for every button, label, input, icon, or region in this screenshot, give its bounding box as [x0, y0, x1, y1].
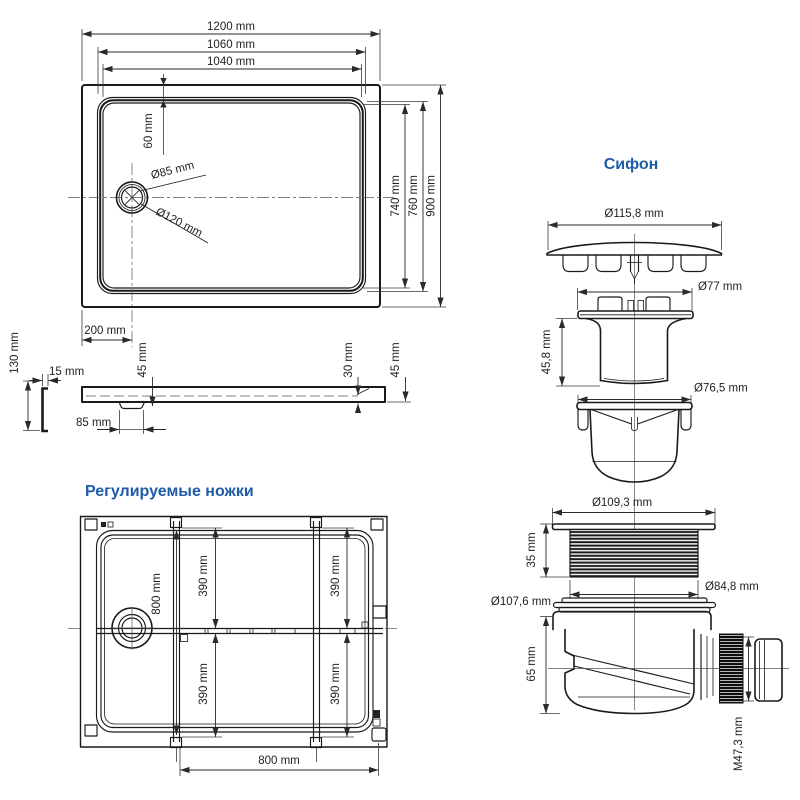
dim-depth-900: 900 mm	[426, 175, 438, 217]
dim-width-1200: 1200 mm	[207, 21, 255, 33]
dim-gasket-diameter: Ø107,6 mm	[491, 596, 551, 608]
siphon-bell-seal	[576, 401, 693, 483]
dim-leg-spacing-3: 390 mm	[198, 663, 210, 705]
drain-flange-leader	[140, 203, 209, 244]
dim-body-height: 45,8 mm	[541, 330, 553, 375]
siphon-title: Сифон	[604, 156, 659, 173]
tray-outer-edge	[81, 84, 381, 308]
siphon-threaded-collar	[551, 523, 716, 578]
dim-drain-hole-85: Ø85 mm	[150, 160, 196, 182]
tray-bottom-outline	[79, 515, 388, 748]
dim-panel-thickness-15: 15 mm	[49, 366, 84, 378]
dim-drain-flange-120: Ø120 mm	[154, 206, 204, 240]
outlet-thread	[719, 633, 744, 704]
dim-panel-height-130: 130 mm	[9, 332, 21, 374]
siphon-trap-body	[548, 610, 789, 715]
legs-view: Регулируемые ножки	[68, 483, 399, 776]
side-pad	[372, 605, 387, 619]
dim-seal-diameter: Ø76,5 mm	[694, 383, 748, 395]
siphon-lid	[546, 241, 723, 284]
dim-drain-from-edge-200: 200 mm	[84, 325, 126, 337]
dim-leg-span-horizontal-800: 800 mm	[258, 755, 300, 767]
tray-rim-mid	[99, 99, 364, 292]
drain-bump-profile	[118, 401, 146, 410]
tray-side-profile	[81, 386, 386, 403]
siphon-press-flange	[577, 296, 694, 385]
dim-leg-spacing-4: 390 mm	[330, 663, 342, 705]
dim-width-1060: 1060 mm	[207, 39, 255, 51]
corner-pad	[84, 724, 98, 737]
dim-edge-outer-45: 45 mm	[390, 342, 402, 377]
dim-edge-inner-30: 30 mm	[343, 342, 355, 377]
leg-rails	[96, 516, 383, 749]
side-view: 130 mm 15 mm 45 mm 30 mm 45 mm 85 mm	[9, 332, 411, 434]
drain-hole-leader	[139, 174, 207, 192]
drain-top-view	[115, 181, 149, 214]
dim-rim-offset-60: 60 mm	[143, 113, 155, 148]
dim-depth-760: 760 mm	[408, 175, 420, 217]
dim-leg-span-vertical-800: 800 mm	[151, 573, 163, 615]
corner-pad	[84, 518, 98, 531]
corner-fitting	[372, 718, 381, 727]
dim-width-1040: 1040 mm	[207, 56, 255, 68]
legs-view-title: Регулируемые ножки	[85, 483, 254, 500]
dim-flange-width: Ø77 mm	[698, 281, 742, 293]
dim-lid-diameter: Ø115,8 mm	[604, 208, 663, 220]
dim-leg-spacing-2: 390 mm	[330, 555, 342, 597]
corner-fitting	[101, 522, 106, 527]
bottom-rim-inner	[104, 538, 366, 725]
dim-drain-width-85: 85 mm	[76, 417, 111, 429]
dim-drain-depth-45: 45 mm	[137, 342, 149, 377]
corner-pad	[370, 518, 384, 531]
bottom-rim-mid	[100, 534, 370, 729]
bottom-rim-outer	[95, 529, 374, 733]
dim-thread-height: 35 mm	[526, 532, 538, 567]
dim-trap-height: 65 mm	[526, 646, 538, 681]
drain-bottom-view	[110, 607, 154, 650]
top-view: 1200 mm 1060 mm 1040 mm 60 mm Ø85 mm Ø12…	[68, 21, 446, 347]
corner-fitting	[373, 710, 380, 718]
dim-depth-740: 740 mm	[390, 175, 402, 217]
dim-thread-diameter: Ø84,8 mm	[705, 581, 759, 593]
siphon-gasket	[552, 597, 717, 613]
outlet-nut	[754, 638, 783, 702]
front-panel-profile	[41, 387, 48, 433]
tray-rim-outer	[96, 96, 367, 295]
corner-fitting	[107, 521, 114, 528]
tray-rim-inner	[102, 102, 361, 289]
corner-pad	[371, 727, 387, 742]
dim-outlet-thread: M47,3 mm	[733, 717, 745, 771]
siphon-view: Сифон Ø115,8 mm Ø77 mm	[491, 156, 789, 771]
dim-leg-spacing-1: 390 mm	[198, 555, 210, 597]
dim-collar-diameter: Ø109,3 mm	[592, 497, 652, 509]
